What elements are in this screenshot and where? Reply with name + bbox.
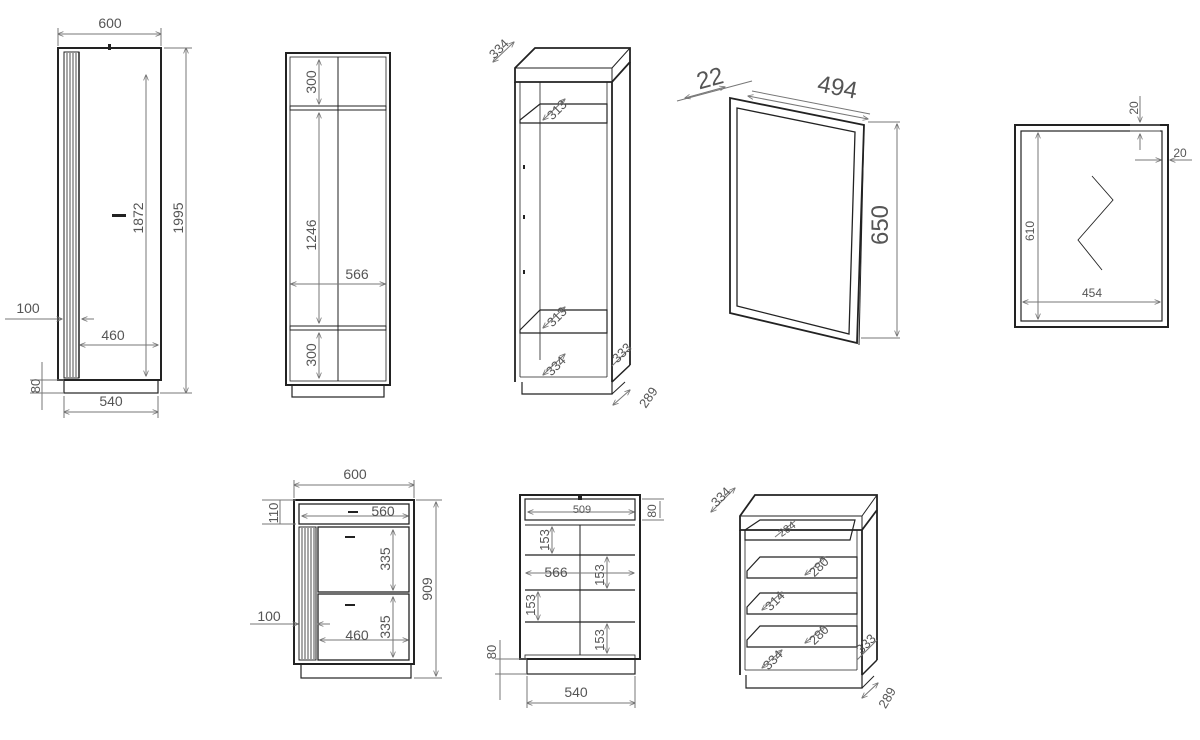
cab-dim-height: 909 <box>419 577 435 601</box>
dim-inner-width: 566 <box>345 266 369 282</box>
dim-door-height: 1872 <box>130 202 146 233</box>
cabinet-front-view: 600 110 560 335 335 909 100 460 <box>250 466 442 679</box>
iso-dim-shelf-lower: 313 <box>544 304 570 330</box>
iso-top <box>514 47 631 83</box>
dim-plinth: 80 <box>28 379 43 393</box>
mirror-front-view: 20 20 610 454 <box>1014 96 1192 328</box>
iso-dim-depth-top: 334 <box>486 36 512 62</box>
cabinet-drawer <box>298 503 410 525</box>
cab-dim-drawer-height: 110 <box>266 503 281 524</box>
cab-iso-plinth <box>745 675 863 689</box>
cab-iso-dim-shelf-2: 314 <box>762 588 788 614</box>
cab-open-dim-drawer-inner: 509 <box>573 504 591 516</box>
iso-dim-depth-bottom: 334 <box>543 353 569 379</box>
cab-open-dim-shelf-d: 153 <box>592 629 607 651</box>
lower-shelf <box>289 325 387 331</box>
cab-open-dim-shelf-c: 153 <box>523 594 538 616</box>
cabinet-lamella <box>298 526 317 661</box>
iso-plinth <box>521 382 613 395</box>
dim-base-width: 540 <box>99 393 123 409</box>
cab-dim-flap-lower: 335 <box>377 615 393 639</box>
wardrobe-plinth <box>63 379 159 394</box>
mirror-front-frame <box>1014 124 1169 328</box>
open-plinth <box>291 384 385 398</box>
dim-bottom-compartment: 300 <box>303 343 319 367</box>
mirror-front-dim-width: 454 <box>1082 286 1102 300</box>
dim-width: 600 <box>98 15 122 31</box>
dim-middle-compartment: 1246 <box>303 219 319 250</box>
mirror-dim-thickness: 22 <box>694 62 727 95</box>
lamella-panel <box>63 51 80 379</box>
cabinet-plinth <box>300 663 412 679</box>
mirror-glass <box>736 107 856 335</box>
cab-dim-drawer-width: 560 <box>371 503 395 519</box>
cab-iso-shelf-3 <box>746 625 858 648</box>
cab-iso-top <box>739 494 878 531</box>
cabinet-flap-upper <box>317 526 410 593</box>
wardrobe-front-view: 600 1995 1872 100 460 80 540 <box>5 15 192 418</box>
wardrobe-open-view: 300 1246 566 300 <box>285 52 391 398</box>
cabinet-open-view: 509 80 153 566 153 153 153 80 540 <box>484 494 664 708</box>
cab-dim-flap-upper: 335 <box>377 547 393 571</box>
cab-iso-dim-base-depth: 289 <box>875 685 899 711</box>
cab-dim-side-panel: 100 <box>257 608 281 624</box>
cab-open-dim-plinth: 80 <box>484 645 499 659</box>
cab-open-dim-shelf-a: 153 <box>537 529 552 551</box>
cab-iso-dim-depth-top: 334 <box>708 484 734 510</box>
mirror-dim-height: 650 <box>867 205 894 245</box>
dim-top-compartment: 300 <box>303 70 319 94</box>
iso-upper-shelf <box>519 103 608 124</box>
dim-height: 1995 <box>170 202 186 233</box>
cab-open-dim-shelf-b: 153 <box>592 564 607 586</box>
cab-iso-shelf-1 <box>746 556 858 579</box>
cab-iso-dim-shelf-1: 280 <box>806 554 832 580</box>
cab-iso-drawer <box>744 519 856 541</box>
iso-dim-shelf-upper: 313 <box>544 97 570 123</box>
mirror-iso-view: 22 494 650 <box>676 62 900 346</box>
wardrobe-iso-view: 334 313 313 334 333 289 <box>486 36 661 411</box>
lamella-lines <box>66 53 77 377</box>
cab-open-plinth <box>526 658 636 675</box>
upper-shelf <box>289 105 387 111</box>
iso-dim-base-depth: 289 <box>636 384 661 410</box>
dim-side-panel: 100 <box>16 300 40 316</box>
cab-iso-shelf-2 <box>746 592 858 615</box>
mirror-front-dim-height: 610 <box>1023 221 1037 241</box>
mirror-front-dim-side: 20 <box>1173 146 1187 160</box>
dim-door-width: 460 <box>101 327 125 343</box>
top-knob <box>108 44 111 50</box>
reflection-mark <box>1077 175 1114 271</box>
cabinet-flap-lower <box>317 593 410 661</box>
iso-lower-shelf <box>519 309 608 334</box>
mirror-dim-width: 494 <box>815 71 859 105</box>
door-handle <box>112 214 126 217</box>
mirror-frame <box>729 96 865 345</box>
cab-iso-dim-drawer-depth: 284 <box>776 519 798 539</box>
cab-open-dim-inner-width: 566 <box>544 564 568 580</box>
cab-dim-flap-width: 460 <box>345 627 369 643</box>
cab-dim-width: 600 <box>343 466 367 482</box>
mirror-front-dim-top: 20 <box>1127 101 1141 115</box>
cab-open-dim-base-width: 540 <box>564 684 588 700</box>
cabinet-iso-view: 334 284 280 314 280 334 333 289 <box>708 484 899 711</box>
cab-open-dim-drawer-depth: 80 <box>645 504 659 518</box>
